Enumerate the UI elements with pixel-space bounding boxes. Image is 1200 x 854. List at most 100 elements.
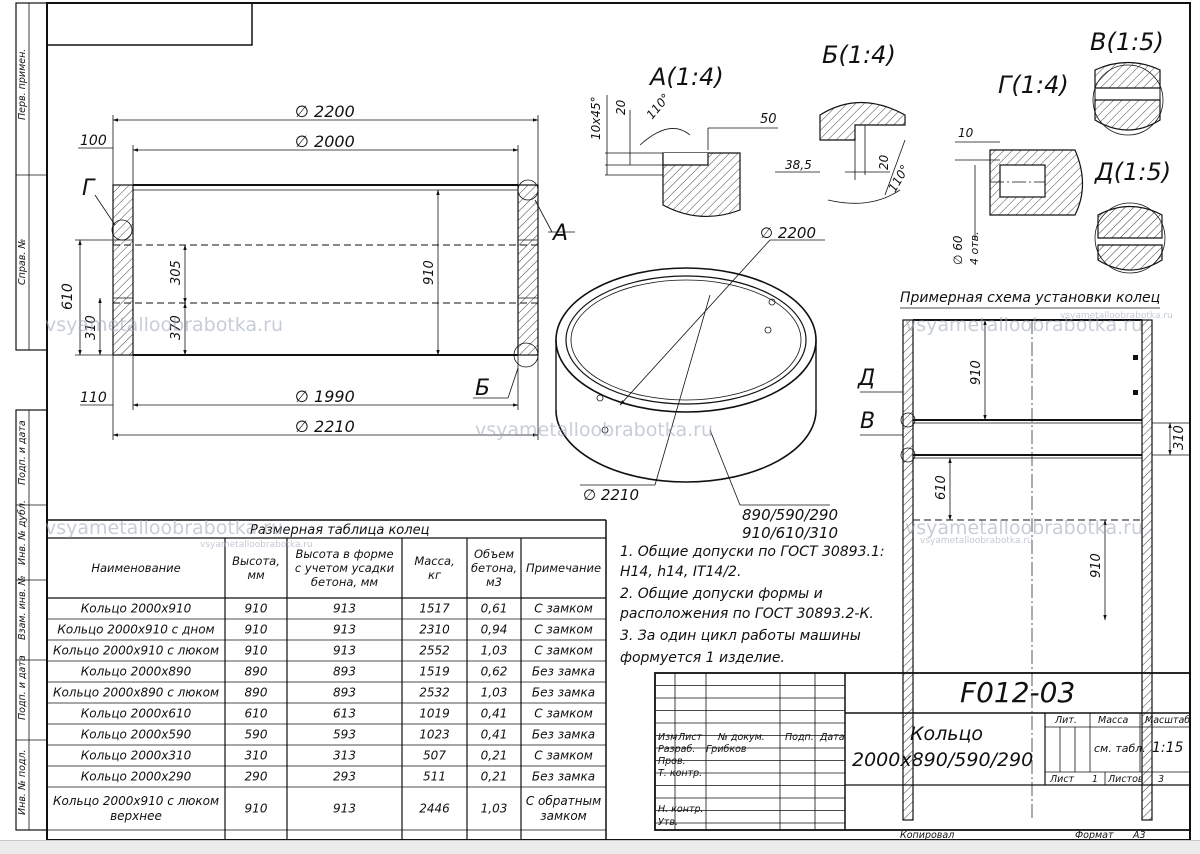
dim-910: 910	[422, 260, 437, 285]
title-block: F012-03 Кольцо 2000x890/590/290 Изм Лист…	[654, 672, 1191, 841]
table-cell-h: 910	[245, 802, 268, 816]
dim-d1990: ∅ 1990	[295, 387, 355, 406]
table-cell-h: 910	[245, 602, 268, 616]
table-header-cell: с учетом усадки	[295, 561, 395, 575]
table-cell-note: С замком	[534, 623, 593, 637]
table-cell-hf: 313	[333, 749, 356, 763]
iso-dim-heights-2: 910/610/310	[742, 524, 838, 542]
table-header-cell: Масса,	[414, 554, 454, 568]
table-cell-hf: 893	[333, 665, 356, 679]
detail-b-dim-20: 20	[877, 154, 891, 170]
detail-g: Г(1:4) 10 ∅ 60 4 отв.	[951, 71, 1084, 265]
table-cell-name: Кольцо 2000x290	[81, 770, 192, 784]
table-cell-h: 890	[245, 665, 268, 679]
format-value: A3	[1132, 830, 1146, 841]
table-cell-m: 2532	[419, 686, 450, 700]
detail-a: A(1:4) 10x45° 20 110° 50	[589, 63, 778, 217]
table-cell-m: 1019	[419, 707, 450, 721]
table-cell-name: Кольцо 2000x890	[81, 665, 192, 679]
table-header-cell: кг	[428, 568, 442, 582]
table-header-cell: Наименование	[91, 561, 180, 575]
detail-b-title: Б(1:4)	[822, 41, 896, 69]
table-cell-m: 507	[423, 749, 446, 763]
row-tcontr: Т. контр.	[658, 768, 702, 779]
side-stamp: Перв. примен. Справ. № Подп. и дата Инв.…	[17, 49, 28, 815]
table-header-cell: Объем	[474, 547, 514, 561]
detail-a-title: A(1:4)	[648, 63, 724, 91]
table-cell-h: 910	[245, 644, 268, 658]
install-scheme: Примерная схема установки колец 910 310 …	[857, 290, 1190, 821]
install-dim-910b: 910	[1089, 553, 1104, 578]
watermark-text: vsyametalloobrabotka.ru	[905, 517, 1143, 539]
format-label: Формат	[1075, 830, 1114, 841]
watermark-text-small: vsyametalloobrabotka.ru	[1060, 311, 1173, 321]
table-cell-note: замком	[540, 809, 586, 823]
iso-dim-heights-1: 890/590/290	[742, 506, 838, 524]
watermark-text-small: vsyametalloobrabotka.ru	[200, 540, 313, 550]
watermark-text: vsyametalloobrabotka.ru	[45, 517, 283, 539]
table-cell-m: 1519	[419, 665, 450, 679]
dim-d2000: ∅ 2000	[295, 132, 355, 151]
side-stamp-label: Инв. № подл.	[17, 749, 28, 815]
front-view	[75, 115, 575, 440]
drawing-code: F012-03	[960, 676, 1075, 709]
col-list: Лист	[677, 732, 703, 743]
table-cell-m: 2446	[419, 802, 450, 816]
table-cell-note: С замком	[534, 749, 593, 763]
table-cell-m: 1023	[419, 728, 450, 742]
sheet-label: Лист	[1049, 774, 1075, 785]
table-cell-name: Кольцо 2000x890 с люком	[53, 686, 219, 700]
install-dim-910a: 910	[969, 360, 984, 385]
install-title: Примерная схема установки колец	[900, 290, 1160, 306]
table-cell-note: С замком	[534, 602, 593, 616]
table-cell-hf: 593	[333, 728, 356, 742]
table-title: Размерная таблица колец	[250, 523, 430, 538]
iso-dim-d2200: ∅ 2200	[760, 224, 816, 242]
col-date: Дата	[819, 732, 845, 743]
table-cell-m: 511	[423, 770, 446, 784]
table-header-cell: м3	[486, 575, 502, 589]
dim-610: 610	[60, 283, 76, 310]
table-header-cell: бетона, мм	[311, 575, 378, 589]
side-stamp-label: Подп. и дата	[17, 655, 28, 720]
table-header-cell: бетона,	[471, 561, 517, 575]
col-izm: Изм	[658, 732, 677, 743]
drawing-name-2: 2000x890/590/290	[852, 749, 1033, 771]
side-stamp-label: Взам. инв. №	[17, 575, 28, 640]
table-cell-note: С замком	[534, 644, 593, 658]
scale-value: 1:15	[1152, 740, 1184, 756]
bottom-bar	[0, 840, 1200, 854]
install-dim-310: 310	[1172, 425, 1187, 450]
iso-view: ∅ 2200 ∅ 2210 890/590/290 910/610/310	[555, 224, 838, 542]
note-line: расположения по ГОСТ 30893.2-К.	[619, 606, 874, 622]
table-cell-v: 1,03	[481, 802, 508, 816]
dim-d2210: ∅ 2210	[295, 417, 355, 436]
table-header-cell: Высота в форме	[295, 547, 393, 561]
table-cell-m: 2552	[419, 644, 450, 658]
table-header-cell: Высота,	[232, 554, 280, 568]
detail-a-dim-20: 20	[614, 99, 628, 115]
table-cell-name: Кольцо 2000x910 с люком	[53, 794, 219, 808]
lit-label: Лит.	[1054, 715, 1077, 726]
detail-a-dim-angle: 110°	[644, 91, 673, 122]
note-line: 3. За один цикл работы машины	[620, 628, 861, 644]
table-header-cell: мм	[247, 568, 265, 582]
detail-g-title: Г(1:4)	[998, 71, 1069, 99]
watermark-text: vsyametalloobrabotka.ru	[905, 314, 1143, 336]
dim-d2200: ∅ 2200	[295, 102, 355, 121]
dim-305: 305	[169, 260, 184, 285]
table-cell-v: 1,03	[481, 686, 508, 700]
row-ncontr: Н. контр.	[658, 804, 704, 815]
table-cell-h: 910	[245, 623, 268, 637]
table-cell-v: 0,21	[481, 770, 508, 784]
table-cell-v: 0,94	[481, 623, 508, 637]
table-cell-m: 2310	[419, 623, 450, 637]
detail-g-dim-holes: 4 отв.	[968, 231, 981, 265]
side-stamp-label: Справ. №	[17, 239, 28, 285]
table-cell-v: 0,61	[481, 602, 508, 616]
